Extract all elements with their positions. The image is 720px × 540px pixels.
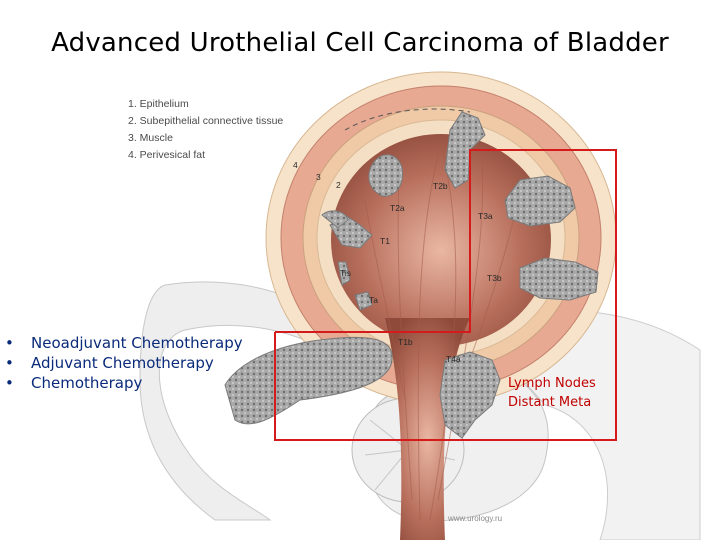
stage-label-t1: T1 — [380, 236, 390, 246]
stage-label-t4a: T4a — [446, 354, 461, 364]
layer-label-3: 3 — [316, 172, 321, 182]
legend-item: 1. Epithelium — [128, 98, 189, 110]
highlight-box — [274, 149, 617, 441]
metastasis-line: Distant Meta — [508, 395, 592, 410]
legend-item: 2. Subepithelial connective tissue — [128, 115, 284, 127]
slide-title: Advanced Urothelial Cell Carcinoma of Bl… — [51, 28, 669, 58]
treatment-list: Neoadjuvant Chemotherapy Adjuvant Chemot… — [5, 333, 243, 393]
treatment-item: Adjuvant Chemotherapy — [5, 353, 243, 373]
stage-label-t3b: T3b — [487, 273, 502, 283]
legend-item: 3. Muscle — [128, 132, 173, 144]
stage-label-t1b: T1b — [398, 337, 413, 347]
stage-label-tis: Tis — [340, 268, 352, 278]
stage-label-ta: Ta — [369, 295, 378, 305]
treatment-item: Chemotherapy — [5, 373, 243, 393]
layer-legend: 1. Epithelium 2. Subepithelial connectiv… — [128, 96, 283, 164]
stage-label-t2a: T2a — [390, 203, 405, 213]
stage-label-t3a: T3a — [478, 211, 493, 221]
layer-label-2: 2 — [336, 180, 341, 190]
legend-item: 4. Perivesical fat — [128, 149, 206, 161]
metastasis-line: Lymph Nodes — [508, 376, 596, 391]
layer-label-4: 4 — [293, 160, 298, 170]
stage-label-t2b: T2b — [433, 181, 448, 191]
treatment-item: Neoadjuvant Chemotherapy — [5, 333, 243, 353]
metastasis-note: Lymph Nodes Distant Meta — [508, 374, 596, 412]
watermark: www.urology.ru — [448, 514, 503, 523]
